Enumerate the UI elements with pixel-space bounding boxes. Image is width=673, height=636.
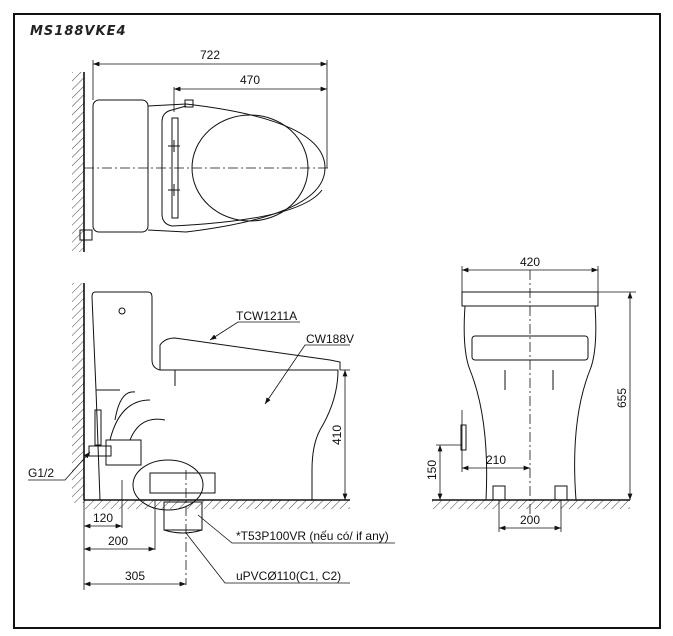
dim-200: 200 [108,534,128,548]
label-t53p100vr: *T53P100VR (nếu có/ if any) [236,529,389,543]
label-g12: G1/2 [28,466,54,480]
dim-305: 305 [125,569,145,583]
dim-150: 150 [425,460,439,480]
dim-210: 210 [486,453,506,467]
dim-200-front: 200 [520,513,540,527]
top-view: 722 470 [72,48,328,252]
dim-722: 722 [200,48,220,62]
label-tcw1211a: TCW1211A [236,309,297,323]
dim-655: 655 [615,388,629,408]
model-title: MS188VKE4 [30,24,127,39]
side-view: TCW1211A CW188V G1/2 *T53P100VR (nếu có/… [28,283,395,590]
label-upvc: uPVCØ110(C1, C2) [236,569,341,583]
dim-410: 410 [330,425,344,445]
dim-420: 420 [520,255,540,269]
dim-470: 470 [240,73,260,87]
label-cw188v: CW188V [306,332,354,346]
frame [13,13,661,629]
dim-120: 120 [93,511,113,525]
front-view: 420 655 210 150 200 [425,255,636,532]
